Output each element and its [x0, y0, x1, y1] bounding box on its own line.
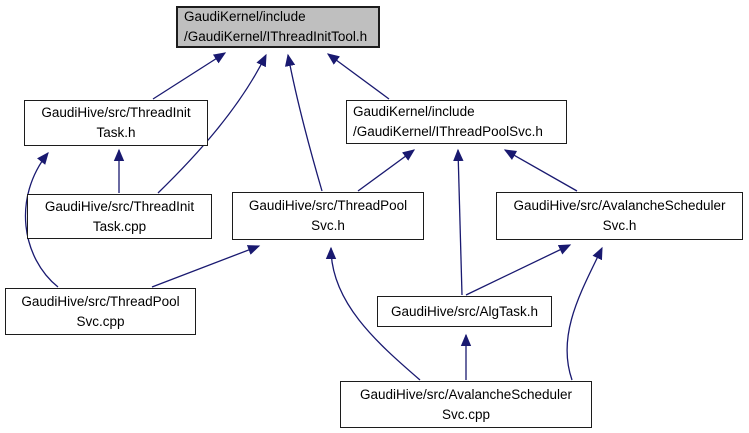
node-label-line: GaudiKernel/include	[353, 104, 475, 119]
edge-avalanchesvc-h-to-ithreadpoolsvc-h	[503, 149, 578, 192]
edge-threadinittask-h-to-ithreadinittool-h	[152, 52, 227, 100]
node-label-line: /GaudiKernel/IThreadPoolSvc.h	[353, 124, 543, 139]
node-label-line: Svc.h	[602, 218, 637, 233]
edge-ithreadpoolsvc-h-to-ithreadinittool-h	[326, 53, 390, 100]
node-label-line: GaudiKernel/include	[184, 9, 306, 24]
node-label-line: Task.h	[96, 125, 136, 140]
node-avalancheschedulersvc-cpp[interactable]: GaudiHive/src/AvalancheScheduler Svc.cpp	[340, 381, 592, 428]
node-label-line: Task.cpp	[92, 218, 147, 234]
edge-algtask-h-to-ithreadpoolsvc-h	[453, 148, 464, 296]
node-label-line: GaudiHive/src/AlgTask.h	[390, 303, 539, 319]
node-label-line: GaudiHive/src/ThreadPool	[21, 293, 180, 309]
node-label-line: GaudiHive/src/ThreadPool	[248, 198, 408, 213]
node-avalancheschedulersvc-h[interactable]: GaudiHive/src/AvalancheScheduler Svc.h	[496, 192, 743, 240]
node-threadinittask-h[interactable]: GaudiHive/src/ThreadInit Task.h	[24, 100, 208, 146]
node-label-line: GaudiHive/src/AvalancheScheduler	[359, 386, 573, 402]
edge-threadpoolsvc-h-to-ithreadinittool-h	[284, 53, 323, 192]
edge-threadpoolsvc-h-to-ithreadpoolsvc-h	[357, 149, 416, 192]
node-label-line: Svc.cpp	[76, 313, 125, 329]
node-ithreadinittool-h: GaudiKernel/include /GaudiKernel/IThread…	[176, 6, 380, 48]
node-label-line: GaudiHive/src/ThreadInit	[41, 105, 191, 120]
edge-threadinittask-cpp-to-ithreadinittool-h	[157, 53, 267, 194]
node-label-line: GaudiHive/src/ThreadInit	[44, 198, 195, 214]
node-label-line: Svc.h	[311, 218, 345, 233]
node-label-line: /GaudiKernel/IThreadInitTool.h	[184, 29, 368, 44]
edge-threadpoolsvc-cpp-to-threadpoolsvc-h	[151, 245, 261, 288]
node-threadinittask-cpp[interactable]: GaudiHive/src/ThreadInit Task.cpp	[27, 194, 212, 239]
node-label-line: GaudiHive/src/AvalancheScheduler	[513, 198, 726, 213]
node-threadpoolsvc-cpp[interactable]: GaudiHive/src/ThreadPool Svc.cpp	[5, 288, 196, 335]
edge-avalanchesvc-cpp-to-avalanchesvc-h	[566, 246, 603, 381]
edge-threadpoolsvc-cpp-to-threadinittask-h	[24, 151, 59, 288]
edge-algtask-h-to-avalanchesvc-h	[465, 244, 572, 296]
node-label-line: Svc.cpp	[441, 406, 491, 422]
node-ithreadpoolsvc-h[interactable]: GaudiKernel/include /GaudiKernel/IThread…	[346, 100, 567, 144]
edge-avalanchesvc-cpp-to-threadpoolsvc-h	[325, 246, 421, 381]
node-algtask-h[interactable]: GaudiHive/src/AlgTask.h	[377, 296, 552, 327]
node-threadpoolsvc-h[interactable]: GaudiHive/src/ThreadPool Svc.h	[232, 192, 424, 240]
